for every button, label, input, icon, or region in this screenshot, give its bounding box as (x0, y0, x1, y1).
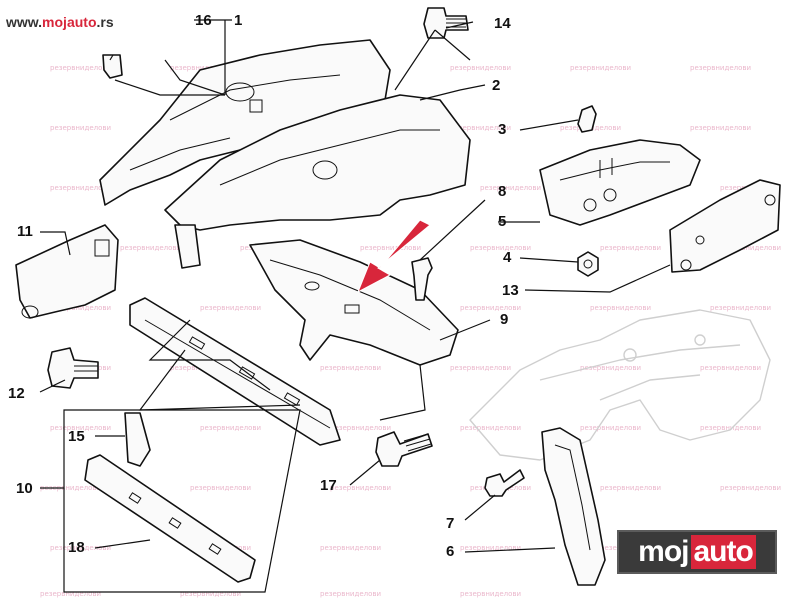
watermark-text: резервниделови (480, 184, 541, 192)
watermark-text: резервниделови (50, 304, 111, 312)
watermark-text: резервниделови (570, 64, 631, 72)
watermark-text: резервниделови (320, 544, 381, 552)
logo-word-1: moj (638, 535, 689, 568)
callout-11: 11 (17, 223, 33, 240)
watermark-text: резервниделови (50, 184, 111, 192)
callout-2: 2 (492, 77, 500, 94)
callout-1: 1 (234, 12, 242, 29)
callout-18: 18 (68, 539, 85, 556)
watermark-text: резервниделови (180, 590, 241, 598)
watermark-text: резервниделови (450, 124, 511, 132)
part-18-inner-rail[interactable] (84, 454, 256, 583)
watermark-text: резервниделови (710, 304, 771, 312)
watermark-text: резервниделови (40, 590, 101, 598)
part-16-bracket[interactable] (102, 54, 123, 79)
part-13-bracket-plate[interactable] (669, 179, 781, 273)
watermark-text: резервниделови (50, 124, 111, 132)
part-5-engine-mount[interactable] (539, 139, 701, 226)
callout-15: 15 (68, 428, 85, 445)
callout-5: 5 (498, 213, 506, 230)
watermark-text: резервниделови (690, 124, 751, 132)
watermark-text: резервниделови (320, 364, 381, 372)
watermark-text: резервниделови (600, 244, 661, 252)
callout-13: 13 (502, 282, 519, 299)
callout-6: 6 (446, 543, 454, 560)
callout-16: 16 (195, 12, 212, 29)
watermark-text: резервниделови (720, 484, 781, 492)
watermark-text: резервниделови (720, 244, 781, 252)
watermark-text: резервниделови (360, 244, 421, 252)
callout-17: 17 (320, 477, 337, 494)
callout-9: 9 (500, 311, 508, 328)
site-url-brand-b: auto (66, 14, 97, 30)
watermark-text: резервниделови (690, 64, 751, 72)
callout-7: 7 (446, 515, 454, 532)
part-11-bracket[interactable] (15, 224, 119, 319)
watermark-text: резервниделови (460, 544, 521, 552)
watermark-text: резервниделови (330, 484, 391, 492)
part-6-upright-bracket[interactable] (541, 427, 606, 586)
watermark-text: резервниделови (700, 424, 761, 432)
watermark-text: резервниделови (450, 364, 511, 372)
part-12-bolt[interactable] (47, 347, 99, 389)
site-url-suffix: .rs (96, 14, 114, 30)
watermark-text: резервниделови (460, 304, 521, 312)
part-3-bolt[interactable] (577, 105, 597, 133)
ghost-frame-outline (469, 309, 771, 461)
logo-word-2: auto (690, 535, 756, 569)
watermark-text: резервниделови (120, 244, 181, 252)
watermark-text: резервниделови (170, 64, 231, 72)
watermark-text: резервниделови (580, 364, 641, 372)
part-7-bolt[interactable] (484, 469, 525, 497)
part-4-nut[interactable] (577, 251, 599, 277)
watermark-text: резервниделови (320, 590, 381, 598)
watermark-text: резервниделови (600, 484, 661, 492)
part-2-lower-member[interactable] (164, 94, 471, 269)
watermark-text: резервниделови (580, 424, 641, 432)
watermark-text: резервниделови (700, 364, 761, 372)
part-14-bolt[interactable] (423, 7, 469, 39)
watermark-text: резервниделови (450, 64, 511, 72)
watermark-text: резервниделови (470, 244, 531, 252)
leader-lines (39, 19, 671, 553)
watermark-text: резервниделови (200, 424, 261, 432)
watermark-text: резервниделови (200, 304, 261, 312)
callout-labels: 16 1 14 2 3 8 5 11 4 13 9 12 15 10 17 7 … (8, 12, 519, 560)
watermark-text: резервниделови (590, 304, 651, 312)
site-url-prefix: www. (6, 14, 43, 30)
watermark-text: резервниделови (460, 590, 521, 598)
watermark-text: резервниделови (190, 484, 251, 492)
watermark-text: резервниделови (50, 544, 111, 552)
callout-12: 12 (8, 385, 25, 402)
part-17-bolt[interactable] (375, 431, 433, 467)
callout-10: 10 (16, 480, 33, 497)
callout-4: 4 (503, 249, 512, 266)
watermark-text: резервниделови (50, 64, 111, 72)
callout-14: 14 (494, 15, 511, 32)
highlight-arrow (357, 219, 431, 294)
part-10-group-box (63, 409, 301, 593)
watermark-text: резервниделови (460, 424, 521, 432)
part-8-bolt[interactable] (411, 257, 433, 301)
part-15-small-bracket[interactable] (124, 412, 151, 467)
watermark-text: резервниделови (330, 424, 391, 432)
site-url[interactable]: www.mojauto.rs (6, 14, 114, 30)
watermark-text: резервниделови (40, 484, 101, 492)
site-url-brand-a: moj (42, 14, 67, 30)
callout-3: 3 (498, 121, 506, 138)
watermark-text: резервниделови (50, 424, 111, 432)
callout-8: 8 (498, 183, 506, 200)
